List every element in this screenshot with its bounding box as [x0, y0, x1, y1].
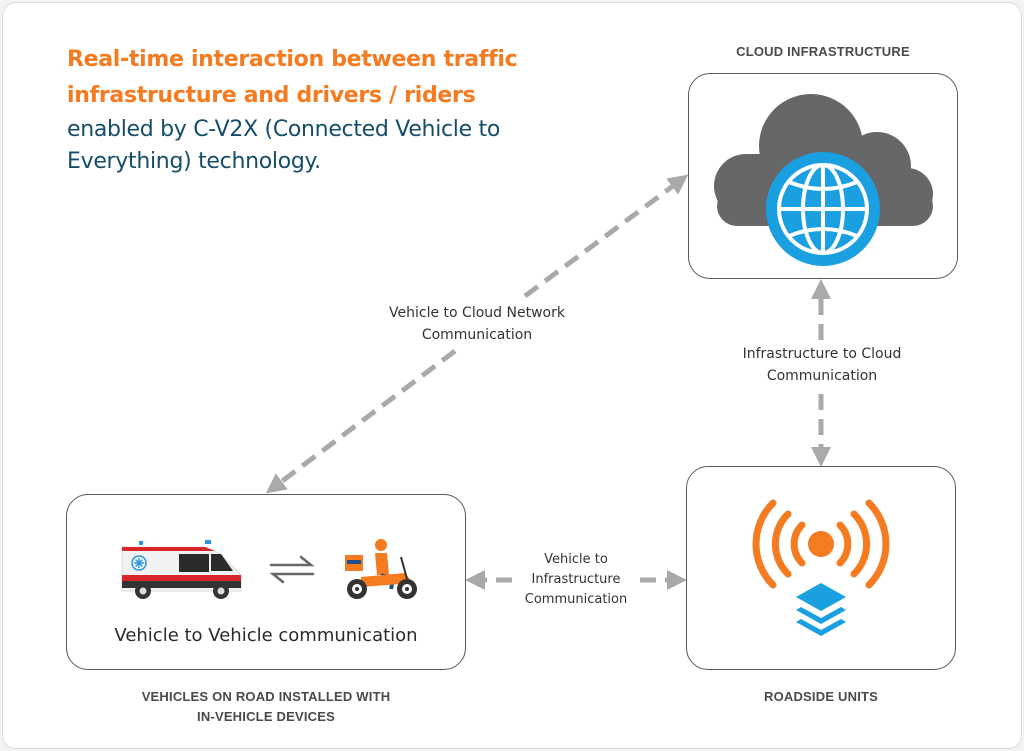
broadcast-antenna-layers-icon	[752, 499, 890, 636]
exchange-arrows-icon	[269, 555, 315, 584]
infra-cloud-label-line2: Communication	[766, 368, 878, 384]
delivery-scooter-icon	[345, 539, 417, 599]
vehicles-title: VEHICLES ON ROAD INSTALLED WITH IN-VEHIC…	[66, 687, 466, 727]
infra-cloud-label-line1: Infrastructure to Cloud	[742, 346, 902, 362]
vehicle-infra-label-line1: Vehicle to	[544, 552, 608, 567]
vehicle-cloud-connector	[265, 174, 689, 494]
vehicle-cloud-arrow-upper	[523, 174, 689, 299]
headline: Real-time interaction between traffic in…	[67, 47, 518, 108]
vehicles-title-line1: VEHICLES ON ROAD INSTALLED WITH	[141, 689, 391, 704]
subline: enabled by C-V2X (Connected Vehicle to E…	[67, 117, 501, 174]
vehicles-box[interactable]: Vehicle to Vehicle communication	[66, 494, 466, 670]
vehicle-to-vehicle-label: Vehicle to Vehicle communication	[114, 625, 418, 646]
vehicle-cloud-label-line1: Vehicle to Cloud Network	[389, 305, 565, 321]
cloud-infrastructure-title: CLOUD INFRASTRUCTURE	[736, 44, 910, 59]
cloud-globe-icon	[714, 94, 933, 266]
cloud-infrastructure-box[interactable]	[688, 73, 958, 279]
roadside-units-box[interactable]	[686, 466, 956, 670]
vehicle-cloud-arrow-lower	[265, 349, 457, 494]
roadside-units-title: ROADSIDE UNITS	[763, 689, 879, 704]
vehicle-infra-label: Vehicle to Infrastructure Communication	[515, 550, 637, 610]
broadcast-signal-icon	[752, 499, 890, 589]
vehicles-title-line2: IN-VEHICLE DEVICES	[197, 709, 335, 724]
vehicle-cloud-label-line2: Communication	[421, 327, 533, 343]
vehicle-infra-label-line2: Infrastructure	[531, 572, 621, 587]
globe-icon	[766, 152, 880, 266]
ambulance-icon	[121, 540, 242, 599]
infra-cloud-label: Infrastructure to Cloud Communication	[726, 343, 918, 387]
vehicle-cloud-label: Vehicle to Cloud Network Communication	[372, 302, 582, 346]
stacked-layers-icon	[796, 583, 846, 636]
vehicle-infra-label-line3: Communication	[524, 592, 628, 607]
